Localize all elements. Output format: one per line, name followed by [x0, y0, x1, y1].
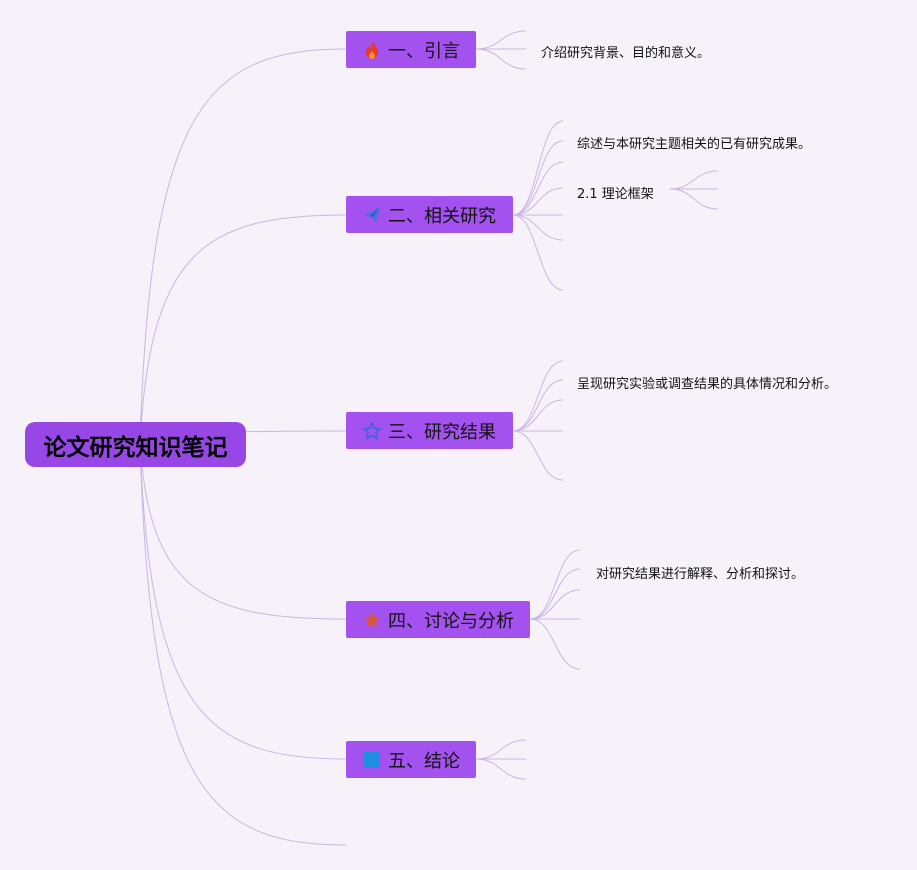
branch-node-related-research[interactable]: 二、相关研究 — [346, 196, 513, 233]
branch-leaf-connector — [529, 549, 581, 620]
branch-leaf-connector — [512, 140, 564, 216]
branch-leaf-connector — [529, 589, 581, 620]
branch-leaf-connector — [512, 430, 564, 481]
branch-leaf-connector — [475, 758, 527, 780]
branch-label: 三、研究结果 — [388, 421, 496, 443]
star-outline-icon — [362, 421, 382, 441]
branch-leaf-connector — [512, 214, 564, 241]
paper-plane-icon — [362, 205, 382, 225]
branch-leaf-connector — [529, 568, 581, 620]
root-branch-connector — [139, 214, 347, 445]
branch-leaf-connector — [512, 379, 564, 432]
fire-icon — [362, 40, 382, 60]
branch-label: 四、讨论与分析 — [388, 610, 514, 632]
leaf-node[interactable]: 对研究结果进行解释、分析和探讨。 — [596, 567, 805, 582]
root-title: 论文研究知识笔记 — [43, 434, 228, 461]
branch-leaf-connector — [512, 187, 564, 216]
branch-leaf-connector — [512, 360, 564, 432]
branch-leaf-connector — [512, 399, 564, 432]
leaf-node[interactable]: 2.1 理论框架 — [577, 187, 654, 202]
square-icon — [362, 750, 382, 770]
branch-node-introduction[interactable]: 一、引言 — [346, 31, 476, 68]
branch-leaf-connector — [475, 48, 527, 70]
root-node[interactable]: 论文研究知识笔记 — [25, 422, 246, 467]
branch-leaf-connector — [669, 170, 719, 190]
root-branch-connector — [139, 443, 347, 620]
branch-node-discussion[interactable]: 四、讨论与分析 — [346, 601, 530, 638]
branch-label: 一、引言 — [388, 40, 460, 62]
branch-leaf-connector — [512, 214, 564, 291]
root-branch-connector — [139, 443, 347, 846]
leaf-node[interactable]: 呈现研究实验或调查结果的具体情况和分析。 — [577, 377, 838, 392]
branch-leaf-connector — [475, 739, 527, 760]
branch-leaf-connector — [669, 188, 719, 210]
leaf-node[interactable]: 介绍研究背景、目的和意义。 — [541, 46, 711, 61]
branch-leaf-connector — [529, 618, 581, 670]
branch-node-results[interactable]: 三、研究结果 — [346, 412, 513, 449]
branch-leaf-connector — [512, 161, 564, 216]
root-branch-connector — [139, 48, 347, 445]
branch-leaf-connector — [512, 120, 564, 216]
branch-label: 五、结论 — [388, 750, 460, 772]
root-branch-connector — [139, 443, 347, 760]
branch-node-conclusion[interactable]: 五、结论 — [346, 741, 476, 778]
star-icon — [362, 610, 382, 630]
branch-leaf-connector — [475, 30, 527, 50]
leaf-node[interactable]: 综述与本研究主题相关的已有研究成果。 — [577, 137, 812, 152]
branch-label: 二、相关研究 — [388, 205, 496, 227]
